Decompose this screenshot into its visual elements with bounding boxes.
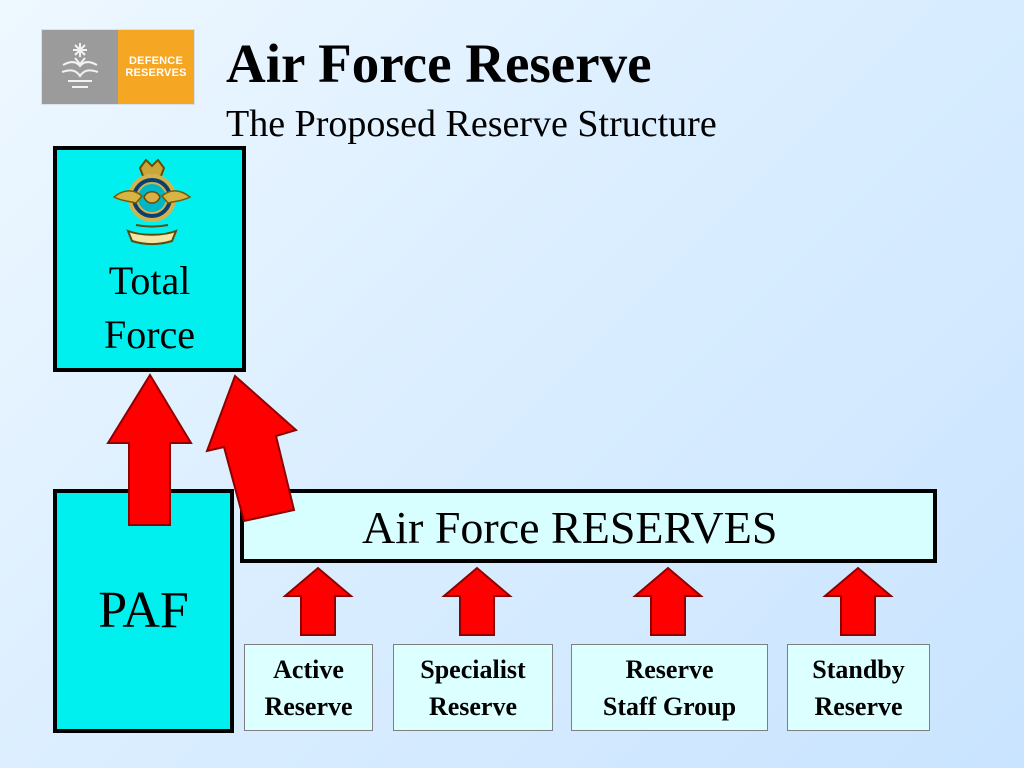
total-force-label: Total Force: [103, 258, 196, 357]
red-up-arrow-icon: [441, 566, 513, 636]
red-up-arrow-icon: [822, 566, 894, 636]
page-subtitle: The Proposed Reserve Structure: [226, 103, 717, 145]
specialist-reserve-box: Specialist Reserve: [393, 644, 553, 731]
air-force-reserves-bar: Air Force RESERVES: [240, 489, 937, 563]
red-up-arrow-icon: [632, 566, 704, 636]
total-force-box: Total Force: [53, 146, 246, 372]
defence-reserves-wordmark: DEFENCE RESERVES: [118, 30, 194, 104]
standby-reserve-box: Standby Reserve: [787, 644, 930, 731]
page-title: Air Force Reserve: [226, 33, 652, 94]
australian-defence-emblem-icon: [42, 30, 118, 104]
defence-wordmark-line: DEFENCE: [129, 55, 183, 67]
specialist-reserve-label: Specialist Reserve: [420, 654, 526, 721]
standby-reserve-label: Standby Reserve: [812, 654, 905, 721]
raaf-crest-icon: [112, 158, 192, 245]
active-reserve-label: Active Reserve: [264, 654, 353, 721]
reserves-wordmark-line: RESERVES: [125, 67, 187, 79]
reserve-staff-group-box: Reserve Staff Group: [571, 644, 768, 731]
reserve-staff-group-label: Reserve Staff Group: [602, 654, 737, 721]
paf-box: PAF: [53, 489, 234, 733]
defence-reserves-logo: DEFENCE RESERVES: [42, 30, 194, 104]
air-force-reserves-label: Air Force RESERVES: [362, 502, 778, 553]
active-reserve-box: Active Reserve: [244, 644, 373, 731]
red-up-arrow-icon: [282, 566, 354, 636]
paf-label: PAF: [98, 582, 189, 639]
